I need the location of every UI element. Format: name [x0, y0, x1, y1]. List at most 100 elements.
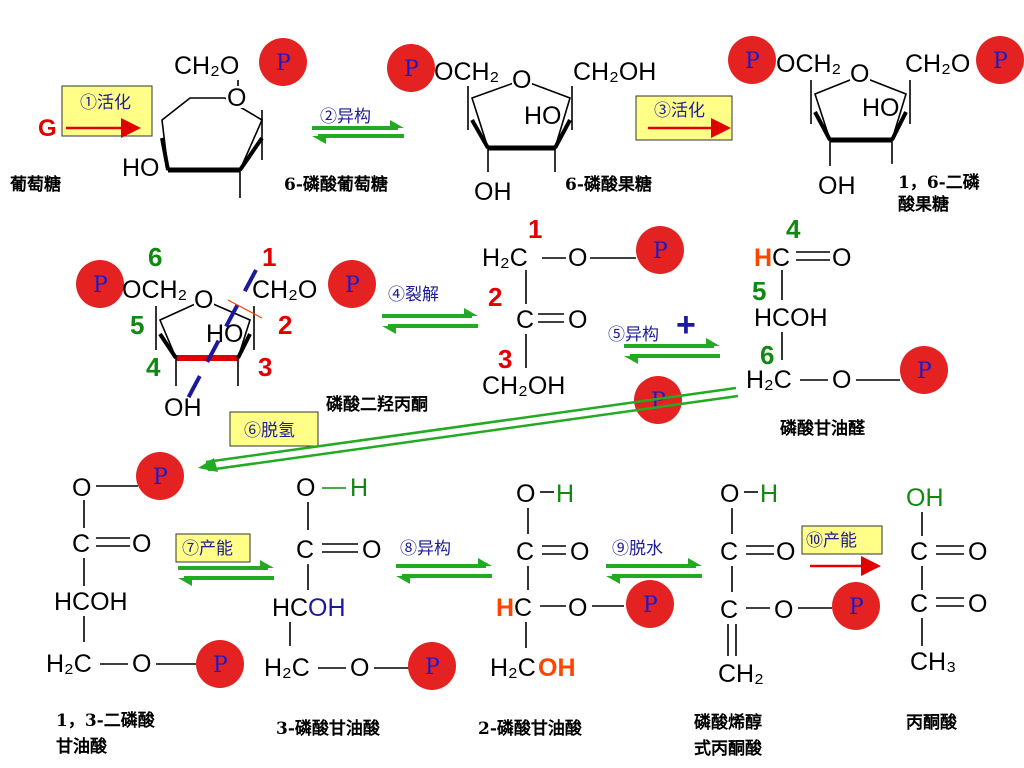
step10-label: ⑩产能	[806, 531, 857, 551]
phosphate-label: P	[745, 49, 760, 74]
step6-box	[229, 411, 319, 447]
f6p-ho: HO	[524, 102, 562, 130]
label-bpg-1: 1，3-二磷酸	[56, 710, 156, 731]
step5-label: ⑤异构	[608, 325, 659, 345]
carbon-number-6: 6	[148, 242, 162, 272]
dhap-h2c-top: H₂C	[482, 244, 528, 272]
f6p-ch2oh: CH₂OH	[573, 58, 656, 86]
phosphate-label: P	[643, 593, 658, 618]
carbon-number-5: 5	[130, 310, 144, 340]
pg2-h2c: H₂C	[490, 654, 536, 682]
label-fbp-2: 酸果糖	[898, 194, 949, 215]
label-f6p: 6-磷酸果糖	[565, 174, 652, 195]
pg3-o-top: O	[296, 474, 315, 502]
carbon-number-2: 2	[278, 310, 292, 340]
g6p-ch2o: CH₂O	[174, 52, 239, 80]
pep-ch2: CH₂	[718, 660, 764, 688]
gap-carbonyl-o: O	[832, 244, 851, 272]
f6p-och2: OCH₂	[434, 58, 499, 86]
cleavage-line	[184, 269, 258, 403]
label-pep-2: 式丙酮酸	[694, 738, 763, 759]
pg3-h: H	[350, 474, 368, 502]
f6p-structure: P OCH₂ CH₂OH O HO OH	[387, 44, 656, 206]
step8-label: ⑧异构	[400, 539, 451, 559]
step2-label: ②异构	[320, 107, 371, 127]
pyruvate-structure: OH C O C O CH₃	[906, 484, 987, 676]
dhap-c2: C	[516, 306, 534, 334]
pg3-carbonyl-o: O	[362, 536, 381, 564]
gap-h-highlight: H	[754, 244, 772, 272]
bpg-hcoh: HCOH	[54, 588, 128, 616]
phosphate-circle	[832, 582, 880, 630]
label-glucose: 葡萄糖	[9, 174, 61, 195]
phosphate-circle	[387, 44, 435, 92]
fbp2-ch2o: CH₂O	[252, 276, 317, 304]
dhap-c1-number: 1	[528, 214, 542, 244]
label-bpg-2: 甘油酸	[56, 736, 108, 757]
pep-h: H	[760, 480, 778, 508]
dhap-o: O	[568, 244, 587, 272]
gap-c4-number: 4	[786, 214, 801, 244]
phosphate-circle	[196, 640, 244, 688]
pep-o-middle: O	[774, 596, 793, 624]
phosphate-label: P	[213, 653, 228, 678]
pg3-oh: OH	[308, 594, 346, 622]
phosphate-circle	[728, 36, 776, 84]
step4-arrows	[382, 308, 478, 334]
carbon-number-3: 3	[258, 352, 272, 382]
step4-label: ④裂解	[388, 285, 439, 305]
pg2-structure: O H C O H C O P H₂C OH	[490, 480, 674, 682]
phosphate-label: P	[404, 57, 419, 82]
phosphate-circle	[626, 580, 674, 628]
pg3-structure: O H C O HC OH H₂C O P	[264, 474, 456, 690]
pg2-carbonyl-o: O	[570, 538, 589, 566]
phosphate-label: P	[425, 655, 440, 680]
step8-arrows	[396, 558, 492, 584]
pep-o-top: O	[720, 480, 739, 508]
pg2-h-highlight: H	[496, 594, 514, 622]
label-gap: 磷酸甘油醛	[780, 418, 866, 439]
step9-label: ⑨脱水	[612, 539, 663, 559]
phosphate-circle	[408, 642, 456, 690]
carbon-number-4: 4	[146, 352, 161, 382]
pg2-o-top: O	[516, 480, 535, 508]
phosphate-label: P	[993, 49, 1008, 74]
phosphate-label: P	[276, 51, 291, 76]
step9-arrows	[606, 558, 702, 584]
pep-structure: O H C O C O P CH₂	[718, 480, 880, 688]
carbon-number-1: 1	[262, 242, 276, 272]
step3-label: ③活化	[654, 101, 705, 121]
g6p-structure: CH₂O P O HO	[122, 38, 307, 198]
f6p-ring-o: O	[512, 66, 531, 94]
phosphate-label: P	[153, 465, 168, 490]
bpg-o-top: O	[72, 474, 91, 502]
phosphate-label: P	[345, 273, 360, 298]
step6-label: ⑥脱氢	[244, 421, 295, 441]
fbp2-ho: HO	[206, 320, 244, 348]
step1-label: ①活化	[80, 93, 131, 113]
pg3-o-bottom: O	[350, 654, 369, 682]
pyruvate-c2: C	[910, 590, 928, 618]
bpg13-structure: O P C O HCOH H₂C O P	[46, 452, 244, 688]
step7-box	[175, 533, 251, 563]
pyruvate-o1: O	[968, 538, 987, 566]
glucose-letter: G	[38, 115, 57, 142]
gap-structure: 4 H C O 5 HCOH 6 H₂C O P	[746, 214, 948, 394]
f6p-oh: OH	[474, 178, 512, 206]
pyruvate-o2: O	[968, 590, 987, 618]
pep-carbonyl-o: O	[776, 538, 795, 566]
dhap-structure: 1 H₂C O P 2 C O 3 CH₂OH	[482, 214, 684, 400]
dhap-carbonyl-o: O	[568, 306, 587, 334]
phosphate-circle	[328, 260, 376, 308]
label-pep-1: 磷酸烯醇	[694, 712, 762, 733]
dhap-ch2oh: CH₂OH	[482, 372, 565, 400]
fbp-ch2o: CH₂O	[905, 50, 970, 78]
pg3-h2c: H₂C	[264, 654, 310, 682]
phosphate-label: P	[849, 595, 864, 620]
step5-arrows	[624, 338, 720, 364]
fbp-oh: OH	[818, 172, 856, 200]
phosphate-circle	[900, 346, 948, 394]
pep-c1: C	[720, 538, 738, 566]
pyruvate-c1: C	[910, 538, 928, 566]
